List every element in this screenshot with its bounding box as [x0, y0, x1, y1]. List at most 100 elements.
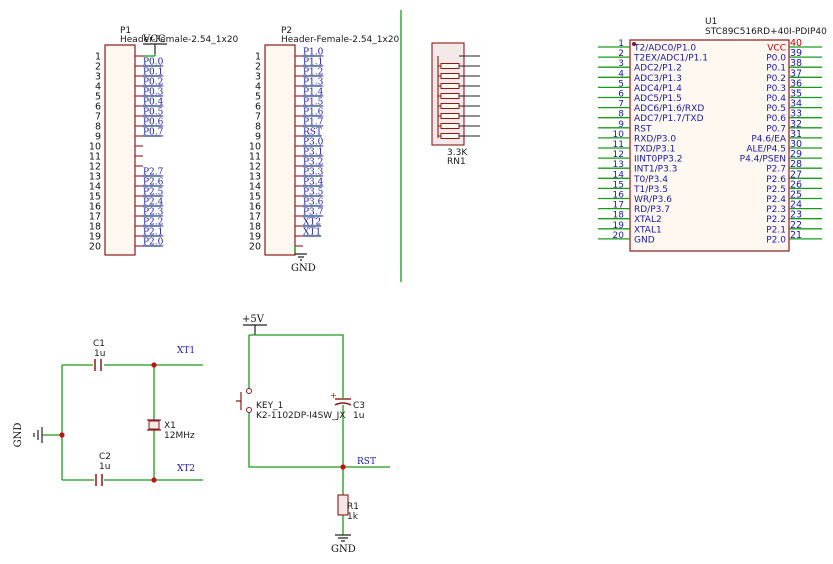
u1-pin-name: IINT0PP3.2: [634, 155, 682, 165]
c1-ref: C1: [93, 339, 105, 349]
p1-net-label: P2.7: [143, 168, 164, 178]
u1-pin-number: 11: [613, 140, 624, 150]
p1-net-label: P2.5: [143, 188, 164, 198]
p2-pin-number: 1: [255, 52, 261, 63]
rn1-resistor: [440, 113, 460, 119]
p2-net-label: P3.5: [303, 188, 324, 198]
rn1-resistor: [440, 123, 460, 129]
junction: [59, 432, 65, 438]
p2-pin-number: 10: [249, 142, 261, 153]
p2-net-label: P1.2: [303, 68, 323, 78]
p2-net-label: P1.0: [303, 48, 324, 58]
u1-pin-number: 37: [790, 68, 802, 79]
p1-pin-number: 2: [95, 62, 101, 73]
p1-power-label: VCC: [142, 34, 166, 45]
p2-pin-number: 15: [249, 192, 261, 203]
u1-pin-number: 23: [790, 210, 802, 221]
u1-value: STC89C516RD+40I-PDIP40: [705, 27, 827, 37]
u1-pin-number: 26: [790, 179, 802, 190]
u1-pin-number: 13: [613, 160, 624, 170]
u1-pin-number: 20: [613, 231, 625, 241]
p1-net-label: P0.6: [143, 118, 164, 128]
u1-pin-number: 8: [618, 110, 624, 120]
p2-net-label: P1.5: [303, 98, 324, 108]
u1-pin-name: T2EX/ADC1/P1.1: [633, 54, 708, 64]
u1-pin-name: P0.6: [766, 114, 786, 124]
u1-ref: U1: [705, 17, 717, 27]
u1-body: [629, 39, 790, 252]
reset-gnd-label: GND: [331, 544, 356, 555]
u1-pin-name: ADC3/P1.3: [634, 74, 682, 84]
p1-net-label: P0.1: [143, 68, 163, 78]
u1-pin-name: P2.2: [766, 215, 786, 225]
u1-pin-name: P2.6: [766, 175, 786, 185]
p1-pin-number: 3: [95, 72, 101, 83]
u1-pin-number: 14: [613, 170, 625, 180]
p2-net-label: XT2: [303, 218, 321, 228]
p2-net-label: RST: [303, 128, 322, 138]
p2-net-label: P3.4: [303, 178, 324, 188]
u1-pin-name: RST: [634, 124, 652, 134]
p1-pin-number: 20: [89, 242, 101, 253]
power-5v-symbol: [243, 324, 267, 335]
p1-value: Header-Female-2.54_1x20: [120, 35, 239, 45]
u1-pin-name: P0.5: [766, 104, 786, 114]
p1-pin-number: 16: [89, 202, 101, 213]
r1-value: 1k: [347, 512, 359, 522]
p1-pin-number: 13: [89, 172, 101, 183]
p1-net-label: P0.0: [143, 58, 164, 68]
reset-circuit: +5V KEY_1 K2-1102DP-I4SW_JX + C3 1u RST …: [236, 314, 390, 555]
p1-ref: P1: [120, 26, 131, 36]
p2-ref: P2: [281, 26, 292, 36]
p2-pin-number: 9: [255, 132, 261, 143]
p1-net-label: P2.0: [143, 238, 164, 248]
p2-net-label: P1.7: [303, 118, 324, 128]
p2-body: [264, 44, 296, 256]
rn1-resistor: [440, 83, 460, 89]
p2-net-label: P3.2: [303, 158, 323, 168]
p1-pin-number: 15: [89, 192, 101, 203]
p1-pin-number: 11: [89, 152, 101, 163]
u1-pin-name: P2.3: [766, 205, 786, 215]
u1-pin-number: 39: [790, 48, 802, 59]
p1-pin-number: 10: [89, 142, 101, 153]
p2-net-label: P3.6: [303, 198, 324, 208]
p2-net-label: P1.6: [303, 108, 324, 118]
p1-net-label: P0.5: [143, 108, 164, 118]
u1-pin-number: 6: [618, 90, 624, 100]
u1-pin-number: 2: [618, 49, 624, 59]
junction: [151, 477, 157, 483]
u1-pin-name: P0.1: [766, 64, 786, 74]
c3-value: 1u: [353, 411, 364, 421]
u1-pin-number: 24: [790, 200, 802, 211]
u1-pin-name: ADC7/P1.7/TXD: [634, 114, 704, 124]
p2-net-label: P1.3: [303, 78, 324, 88]
p2-value: Header-Female-2.54_1x20: [281, 35, 400, 45]
p1-pin-number: 8: [95, 122, 101, 133]
u1-pin-number: 28: [790, 159, 802, 170]
u1-pin-name: VCC: [767, 44, 786, 54]
p1-pin-number: 9: [95, 132, 101, 143]
c1-symbol: [94, 359, 102, 371]
u1-pin-number: 19: [613, 221, 625, 231]
p2-net-label: P3.1: [303, 148, 323, 158]
p1-pin-number: 1: [95, 52, 101, 63]
p2-pin-number: 20: [249, 242, 261, 253]
u1-pin-name: T0/P3.4: [633, 175, 668, 185]
u1-pin-number: 5: [618, 79, 624, 89]
r1-gnd-symbol: [335, 534, 351, 542]
u1-pin-number: 17: [613, 201, 624, 211]
r1-resistor: [337, 494, 349, 516]
u1-pin-name: P2.7: [766, 165, 786, 175]
p1-pin-number: 17: [89, 212, 101, 223]
c3-ref: C3: [353, 401, 365, 411]
osc-gnd-label: GND: [13, 423, 24, 448]
u1-pin-number: 21: [790, 230, 802, 241]
u1-pin-name: P0.0: [766, 54, 786, 64]
p2-net-label: P3.7: [303, 208, 324, 218]
u1-pin-number: 15: [613, 180, 624, 190]
